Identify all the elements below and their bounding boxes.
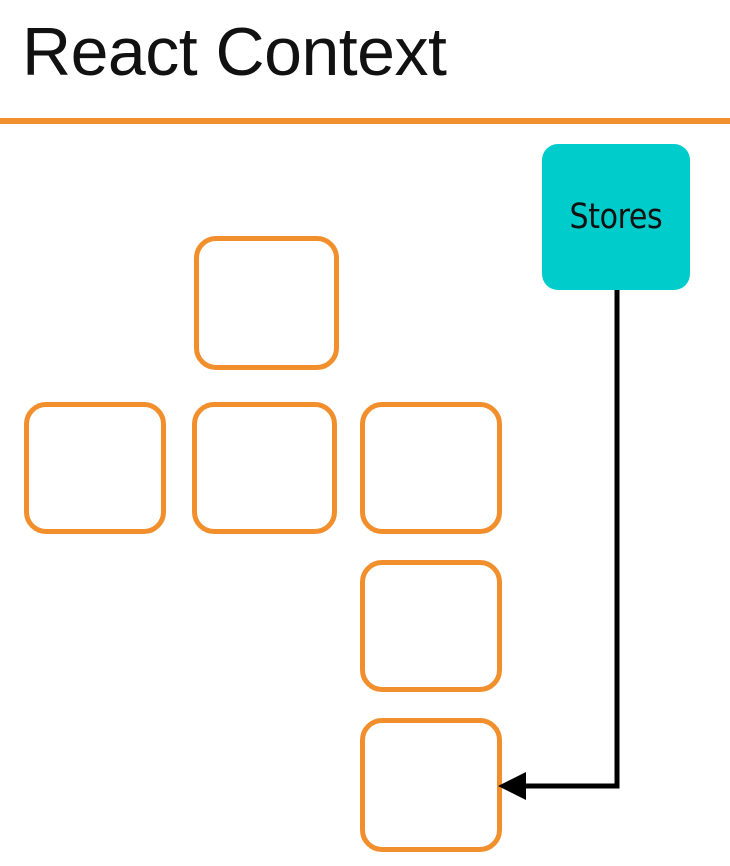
title-divider bbox=[0, 118, 730, 124]
component-box-top bbox=[194, 236, 339, 370]
stores-label: Stores bbox=[569, 197, 663, 237]
stores-box: Stores bbox=[542, 144, 690, 290]
connector-line bbox=[522, 290, 620, 789]
component-box-row-middle bbox=[192, 402, 337, 534]
component-box-row-left bbox=[24, 402, 166, 534]
component-box-lower bbox=[360, 560, 502, 692]
page-title: React Context bbox=[22, 14, 447, 90]
component-box-bottom bbox=[360, 718, 502, 852]
arrowhead bbox=[498, 772, 526, 800]
component-box-row-right bbox=[360, 402, 502, 534]
